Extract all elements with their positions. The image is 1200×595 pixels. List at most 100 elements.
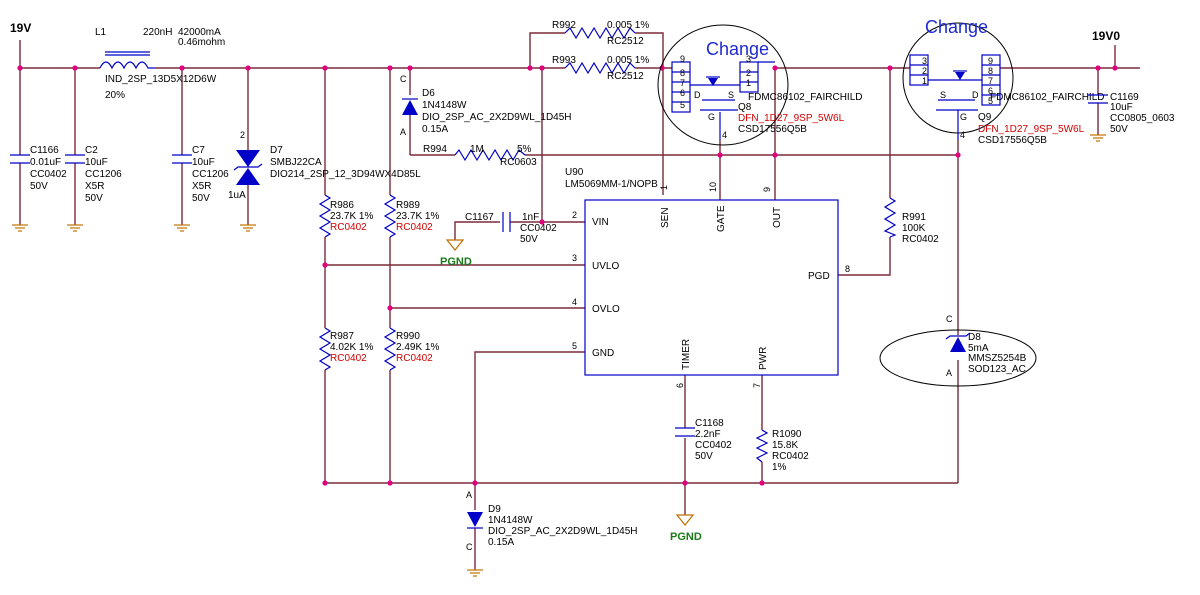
resistor-r993: R993 0.005 1% RC2512 — [552, 55, 649, 82]
svg-text:RC0402: RC0402 — [772, 451, 809, 462]
svg-text:R989: R989 — [396, 200, 420, 211]
svg-text:C1168: C1168 — [695, 418, 724, 429]
svg-text:23.7K 1%: 23.7K 1% — [330, 211, 373, 222]
svg-text:5%: 5% — [517, 144, 532, 155]
svg-text:0.005 1%: 0.005 1% — [607, 20, 649, 31]
svg-text:G: G — [960, 112, 967, 122]
resistor-r994: R994 1M 5% RC0603 — [423, 144, 537, 168]
svg-text:R1090: R1090 — [772, 429, 802, 440]
svg-text:8: 8 — [680, 68, 685, 78]
svg-text:RC0402: RC0402 — [396, 353, 433, 364]
svg-text:6: 6 — [988, 86, 993, 96]
svg-text:CSD17556Q5B: CSD17556Q5B — [978, 135, 1047, 146]
capacitor-c2: C2 10uF CC1206 X5R 50V — [65, 145, 122, 204]
svg-text:S: S — [940, 90, 946, 100]
svg-text:GND: GND — [592, 348, 614, 359]
svg-text:R992: R992 — [552, 20, 576, 31]
svg-text:MMSZ5254B: MMSZ5254B — [968, 353, 1027, 364]
svg-text:0.15A: 0.15A — [422, 124, 448, 135]
net-19v0: 19V0 — [1092, 29, 1120, 43]
svg-text:LM5069MM-1/NOPB: LM5069MM-1/NOPB — [565, 179, 658, 190]
wires — [19, 32, 1140, 570]
svg-text:FDMC86102_FAIRCHILD: FDMC86102_FAIRCHILD — [748, 92, 862, 103]
svg-text:8: 8 — [988, 66, 993, 76]
svg-text:42000mA: 42000mA — [178, 27, 221, 38]
svg-text:10uF: 10uF — [85, 157, 108, 168]
svg-text:50V: 50V — [192, 193, 210, 204]
ground-c1169 — [1089, 134, 1107, 142]
svg-text:1: 1 — [746, 78, 751, 88]
svg-text:CC0402: CC0402 — [520, 223, 557, 234]
svg-text:8: 8 — [845, 264, 850, 274]
capacitor-c1166: C1166 0.01uF CC0402 50V — [10, 145, 67, 192]
svg-text:0.01uF: 0.01uF — [30, 157, 61, 168]
svg-text:0.005 1%: 0.005 1% — [607, 55, 649, 66]
svg-text:GATE: GATE — [716, 205, 727, 232]
diode-d6: C A D6 1N4148W DIO_2SP_AC_2X2D9WL_1D45H … — [400, 74, 572, 137]
svg-text:5: 5 — [988, 96, 993, 106]
change-label-q9: Change — [925, 17, 988, 37]
svg-text:1: 1 — [659, 185, 669, 190]
svg-text:7: 7 — [752, 383, 762, 388]
change-label-q8: Change — [706, 39, 769, 59]
svg-text:G: G — [708, 112, 715, 122]
svg-text:CC1206: CC1206 — [192, 169, 229, 180]
svg-text:R987: R987 — [330, 331, 354, 342]
svg-text:50V: 50V — [30, 181, 48, 192]
svg-text:4: 4 — [960, 130, 965, 140]
svg-text:3: 3 — [572, 253, 577, 263]
svg-text:L1: L1 — [95, 27, 107, 38]
ic-u90: U90 LM5069MM-1/NOPB VIN UVLO OVLO GND PG… — [565, 167, 850, 388]
svg-text:6: 6 — [675, 383, 685, 388]
svg-text:10uF: 10uF — [1110, 102, 1133, 113]
svg-text:R990: R990 — [396, 331, 420, 342]
svg-text:S: S — [728, 90, 734, 100]
svg-text:2.49K 1%: 2.49K 1% — [396, 342, 439, 353]
svg-text:RC0402: RC0402 — [902, 234, 939, 245]
svg-text:1%: 1% — [772, 462, 787, 473]
resistor-r990: R990 2.49K 1% RC0402 — [383, 327, 439, 371]
ground-d9 — [466, 569, 484, 577]
capacitor-c1167: C1167 1nF CC0402 50V — [465, 212, 557, 245]
svg-text:1: 1 — [922, 76, 927, 86]
svg-text:SOD123_AC: SOD123_AC — [968, 364, 1026, 375]
svg-text:FDMC86102_FAIRCHILD: FDMC86102_FAIRCHILD — [990, 92, 1104, 103]
svg-text:5: 5 — [680, 100, 685, 110]
svg-text:C7: C7 — [192, 145, 205, 156]
svg-text:1uA: 1uA — [228, 190, 246, 201]
capacitor-c7: C7 10uF CC1206 X5R 50V — [172, 145, 229, 204]
net-19v: 19V — [10, 21, 31, 35]
svg-text:9: 9 — [680, 54, 685, 64]
resistor-r991: R991 100K RC0402 — [883, 197, 939, 245]
svg-text:PGD: PGD — [808, 271, 830, 282]
svg-text:D7: D7 — [270, 145, 283, 156]
svg-text:R994: R994 — [423, 144, 447, 155]
svg-text:2: 2 — [572, 210, 577, 220]
mosfet-q9: Change 3 2 1 9 8 7 6 5 4 S D G Q9 FDMC86… — [902, 17, 1104, 146]
svg-text:OUT: OUT — [772, 207, 783, 228]
svg-text:C1167: C1167 — [465, 212, 494, 223]
svg-text:9: 9 — [988, 56, 993, 66]
svg-text:1N4148W: 1N4148W — [488, 515, 533, 526]
svg-text:Q8: Q8 — [738, 102, 752, 113]
svg-text:A: A — [400, 127, 406, 137]
svg-text:A: A — [946, 368, 952, 378]
resistor-r1090: R1090 15.8K RC0402 1% — [755, 429, 809, 473]
svg-text:2: 2 — [240, 130, 245, 140]
resistor-r987: R987 4.02K 1% RC0402 — [318, 327, 373, 371]
svg-text:DFN_1D27_9SP_5W6L: DFN_1D27_9SP_5W6L — [978, 124, 1085, 135]
capacitor-c1168: C1168 2.2nF CC0402 50V — [675, 418, 732, 462]
ground-symbols-left — [11, 224, 257, 232]
svg-text:50V: 50V — [1110, 124, 1128, 135]
svg-text:50V: 50V — [520, 234, 538, 245]
svg-text:D: D — [972, 90, 979, 100]
svg-text:SMBJ22CA: SMBJ22CA — [270, 157, 322, 168]
svg-text:TIMER: TIMER — [681, 339, 692, 370]
svg-text:3: 3 — [922, 56, 927, 66]
svg-text:CC0805_0603: CC0805_0603 — [1110, 113, 1175, 124]
capacitor-c1169: C1169 10uF CC0805_0603 50V — [1088, 92, 1175, 135]
svg-text:20%: 20% — [105, 90, 125, 101]
svg-text:C: C — [466, 542, 473, 552]
svg-text:7: 7 — [680, 78, 685, 88]
svg-text:10uF: 10uF — [192, 157, 215, 168]
